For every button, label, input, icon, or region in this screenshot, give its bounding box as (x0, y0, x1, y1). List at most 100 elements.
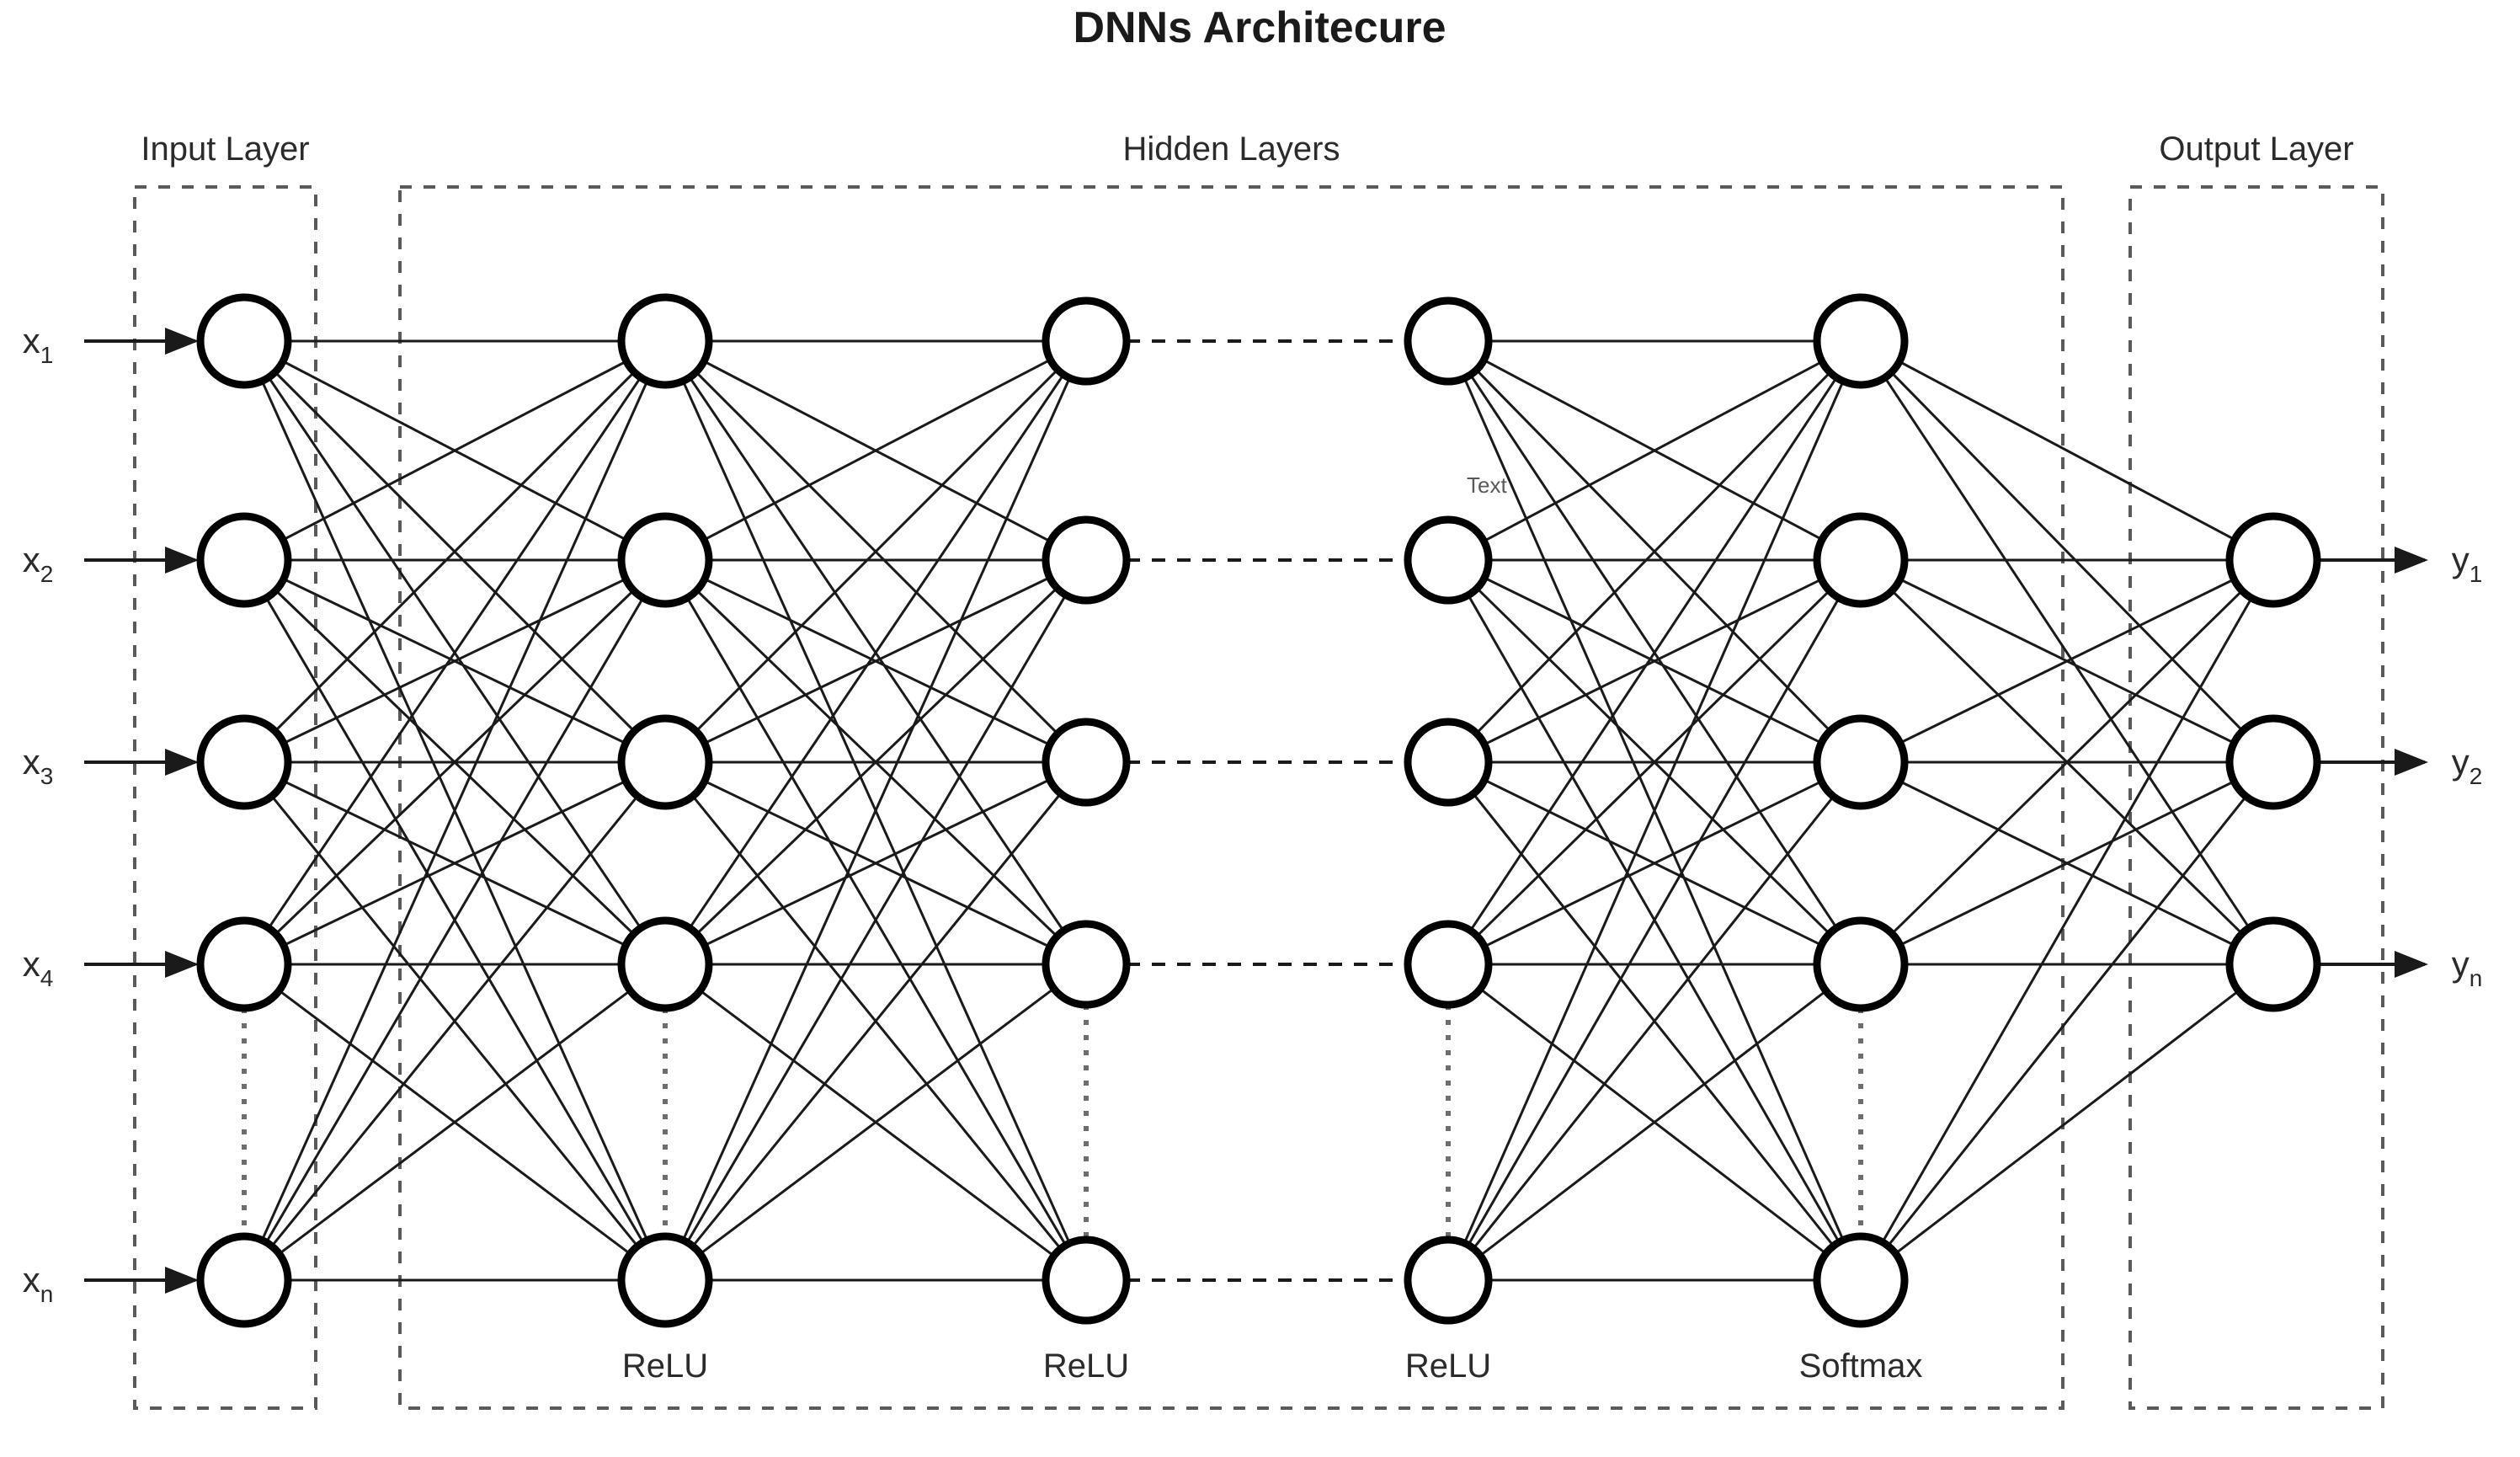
activation-label-L1: ReLU (622, 1348, 708, 1385)
input-label-x2: x2 (23, 540, 54, 587)
edge-L3-L4 (1469, 376, 1838, 931)
neuron-L3-4[interactable] (1404, 920, 1493, 1009)
neuron-L2-3[interactable] (1042, 718, 1131, 807)
edge-L0-L1 (260, 380, 649, 1241)
layer-group-boxes (133, 185, 2384, 1410)
edge-L4-L5 (1883, 376, 2251, 929)
neuron-L0-5[interactable] (196, 1232, 292, 1328)
neuron-L0-3[interactable] (196, 714, 292, 810)
neuron-L1-1[interactable] (617, 293, 713, 389)
edge-L1-L2 (699, 989, 1055, 1257)
group-label-output: Output Layer (2159, 131, 2353, 168)
edge-L1-L2 (704, 780, 1051, 948)
neuron-L0-1[interactable] (196, 293, 292, 389)
edge-L4-L5 (1894, 990, 2240, 1255)
edge-L3-L4 (1484, 778, 1822, 947)
neuron-L1-2[interactable] (617, 512, 713, 608)
neuron-L3-5[interactable] (1404, 1236, 1493, 1325)
edge-L3-L4 (1484, 578, 1822, 746)
edge-L1-L2 (685, 594, 1068, 1243)
output-label-y2: y2 (2452, 742, 2483, 789)
activation-label-L4: Softmax (1799, 1348, 1923, 1385)
neuron-L2-4[interactable] (1042, 920, 1131, 1009)
activation-label-L3: ReLU (1405, 1348, 1491, 1385)
output-label-yn: yn (2452, 944, 2483, 991)
edge-L1-L2 (688, 376, 1065, 932)
neuron-L4-2[interactable] (1813, 512, 1909, 608)
neuron-L0-4[interactable] (196, 916, 292, 1012)
io-arrows (84, 328, 2428, 1294)
edge-L4-L5 (1899, 360, 2235, 541)
neuron-L3-1[interactable] (1404, 296, 1493, 386)
group-label-hidden: Hidden Layers (1123, 131, 1340, 168)
neuron-L1-4[interactable] (617, 916, 713, 1012)
output-label-y1: y1 (2452, 540, 2483, 587)
edge-L3-L4 (1479, 990, 1827, 1257)
edge-L3-L4 (1475, 371, 1831, 734)
edge-L1-L2 (688, 373, 1065, 929)
edge-L0-L1 (274, 589, 635, 936)
edge-L0-L1 (270, 795, 639, 1247)
text-annotation: Text (1467, 472, 1507, 498)
neuron-L4-4[interactable] (1813, 916, 1909, 1012)
edge-L0-L1 (282, 360, 627, 542)
edge-L1-L2 (685, 597, 1068, 1246)
edge-L1-L2 (704, 576, 1051, 745)
neuron-L2-5[interactable] (1042, 1236, 1131, 1325)
edge-L1-L2 (704, 578, 1051, 746)
activation-label-L2: ReLU (1043, 1348, 1129, 1385)
edge-L0-L1 (283, 578, 626, 745)
edge-L4-L5 (1890, 371, 2244, 732)
edge-L0-L1 (278, 989, 631, 1256)
edge-L1-L2 (691, 795, 1062, 1250)
edge-L1-L2 (695, 587, 1058, 936)
edge-L3-L4 (1483, 359, 1823, 541)
input-label-x4: x4 (23, 944, 54, 991)
edge-L3-L4 (1462, 381, 1845, 1244)
page-title: DNNs Architecure (1073, 3, 1446, 52)
neuron-L5-2[interactable] (2225, 714, 2321, 810)
edge-L4-L5 (1887, 795, 2247, 1247)
group-box-output (2128, 185, 2384, 1410)
edge-L4-L5 (1899, 578, 2235, 745)
neuron-L5-3[interactable] (2225, 916, 2321, 1012)
edge-L0-L1 (283, 780, 626, 947)
neuron-L0-2[interactable] (196, 512, 292, 608)
neuron-L2-1[interactable] (1042, 296, 1131, 386)
free-text-annotations: Text (1467, 472, 1507, 498)
edge-L0-L1 (264, 597, 645, 1243)
neuron-L3-3[interactable] (1404, 718, 1493, 807)
neuron-L4-3[interactable] (1813, 714, 1909, 810)
input-label-xn: xn (23, 1260, 54, 1307)
neuron-L1-3[interactable] (617, 714, 713, 810)
edge-L3-L4 (1475, 369, 1831, 732)
edge-L3-L4 (1479, 987, 1827, 1255)
edge-L3-L4 (1476, 590, 1830, 937)
edge-L4-L5 (1881, 597, 2253, 1243)
edge-L1-L2 (703, 358, 1052, 542)
neuron-L3-2[interactable] (1404, 515, 1493, 605)
edge-L4-L5 (1899, 780, 2235, 947)
edge-L3-L4 (1484, 576, 1822, 745)
edge-L1-L2 (703, 360, 1052, 543)
edge-L3-L4 (1484, 780, 1822, 948)
neuron-nodes (196, 293, 2321, 1328)
neuron-L4-1[interactable] (1813, 293, 1909, 389)
group-box-hidden (398, 185, 2064, 1410)
edge-L3-L4 (1467, 597, 1841, 1246)
neuron-L1-5[interactable] (617, 1232, 713, 1328)
edge-L1-L2 (695, 368, 1059, 733)
group-box-input (133, 185, 317, 1410)
activation-labels: ReLU ReLU ReLU Softmax (622, 1348, 1922, 1385)
edge-L3-L4 (1472, 795, 1835, 1250)
neuron-L2-2[interactable] (1042, 515, 1131, 605)
neuron-L4-5[interactable] (1813, 1232, 1909, 1328)
edge-L1-L2 (681, 377, 1071, 1241)
edge-L3-L4 (1469, 374, 1838, 929)
neuron-L5-1[interactable] (2225, 512, 2321, 608)
input-label-x3: x3 (23, 742, 54, 789)
